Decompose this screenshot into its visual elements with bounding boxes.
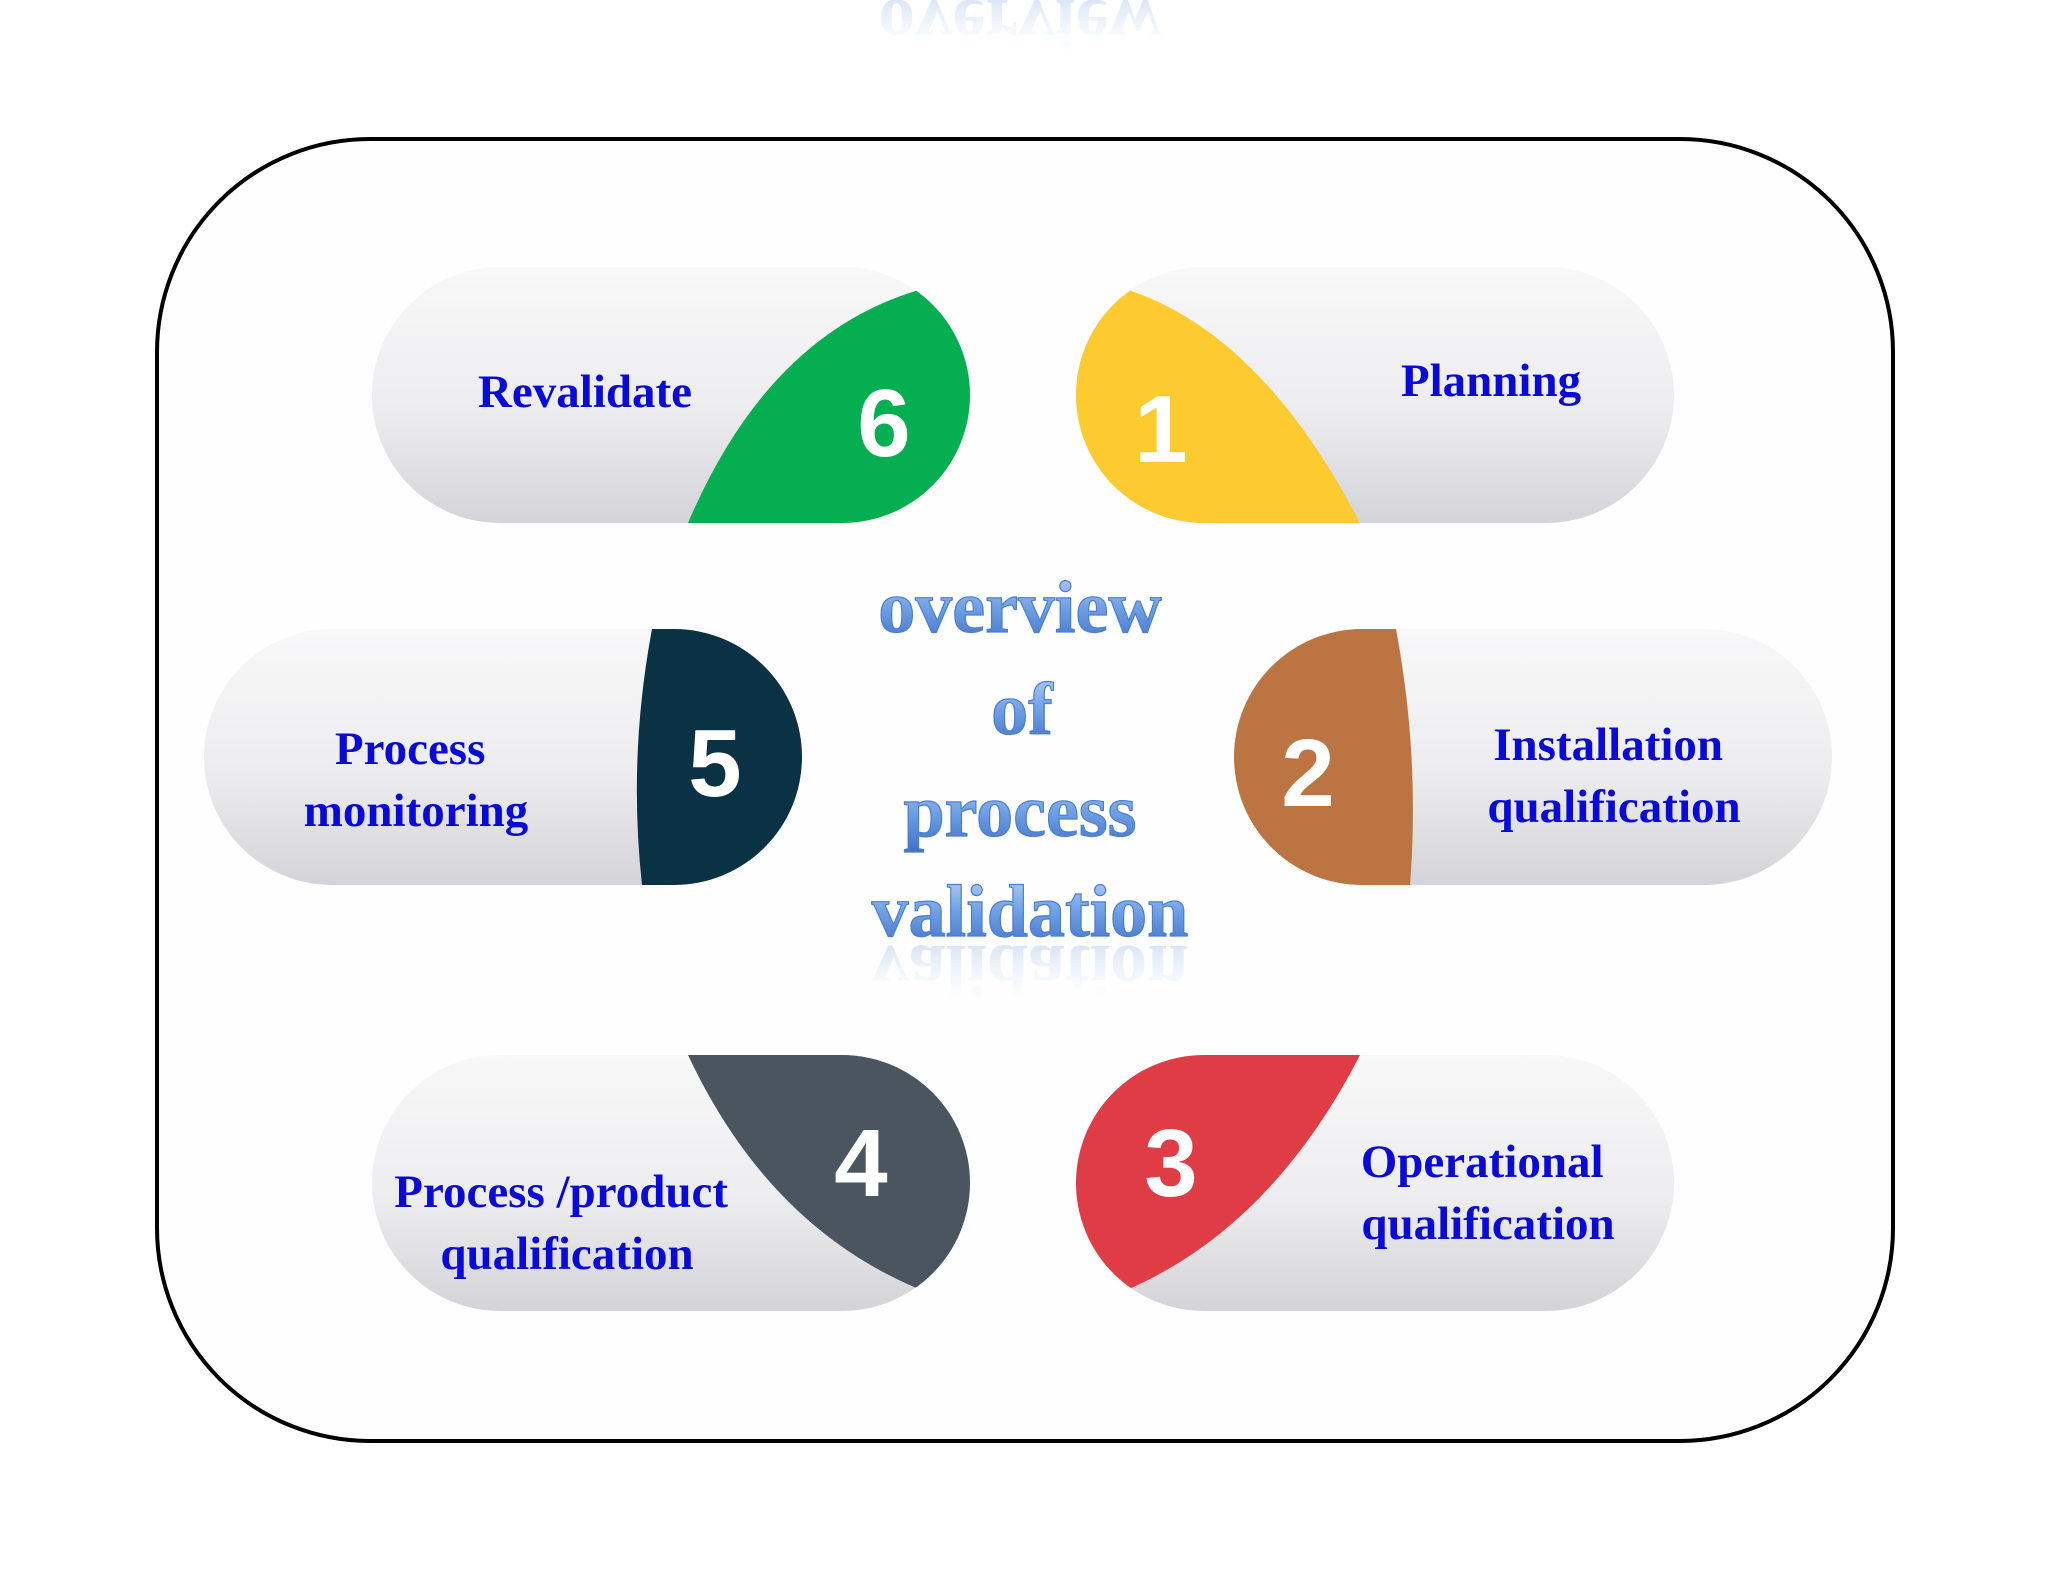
center-title-line-4: validation	[872, 871, 1189, 953]
center-title: overview overview of process validation …	[871, 0, 1189, 1011]
step-5-pill: 5 Process monitoring	[204, 629, 802, 885]
center-title-reflection-4: validation	[872, 929, 1189, 1011]
step-6-label: Revalidate	[478, 366, 692, 418]
step-2-pill: 2 Installation qualification	[1234, 629, 1832, 885]
step-4-number: 4	[834, 1110, 887, 1217]
step-5-number: 5	[688, 710, 741, 817]
step-1-number: 1	[1134, 376, 1187, 483]
step-2-number: 2	[1281, 720, 1334, 827]
step-1-label: Planning	[1401, 355, 1582, 407]
step-3-pill: 3 Operational qualification	[1076, 1055, 1674, 1311]
step-5-label: Process monitoring	[304, 723, 529, 837]
step-4-label: Process /product qualification	[394, 1166, 740, 1280]
step-2-accent-shape	[1234, 629, 1413, 885]
step-4-pill: 4 Process /product qualification	[372, 1055, 970, 1311]
step-1-pill: 1 Planning	[1076, 267, 1674, 523]
step-3-accent-shape	[1076, 1055, 1360, 1311]
step-3-number: 3	[1144, 1110, 1197, 1217]
step-4-accent-shape	[688, 1055, 970, 1311]
center-title-reflection-1: overview	[878, 0, 1162, 65]
step-5-accent-shape	[636, 629, 802, 885]
center-title-line-2: of	[991, 669, 1054, 751]
step-2-label: Installation qualification	[1487, 719, 1740, 833]
step-3-label: Operational qualification	[1361, 1136, 1616, 1250]
center-title-line-1: overview	[878, 567, 1162, 649]
step-6-accent-shape	[688, 267, 970, 523]
step-6-pill: 6 Revalidate	[372, 267, 970, 523]
center-title-line-3: process	[904, 771, 1137, 853]
step-6-number: 6	[857, 370, 910, 477]
step-1-accent-shape	[1076, 267, 1360, 523]
